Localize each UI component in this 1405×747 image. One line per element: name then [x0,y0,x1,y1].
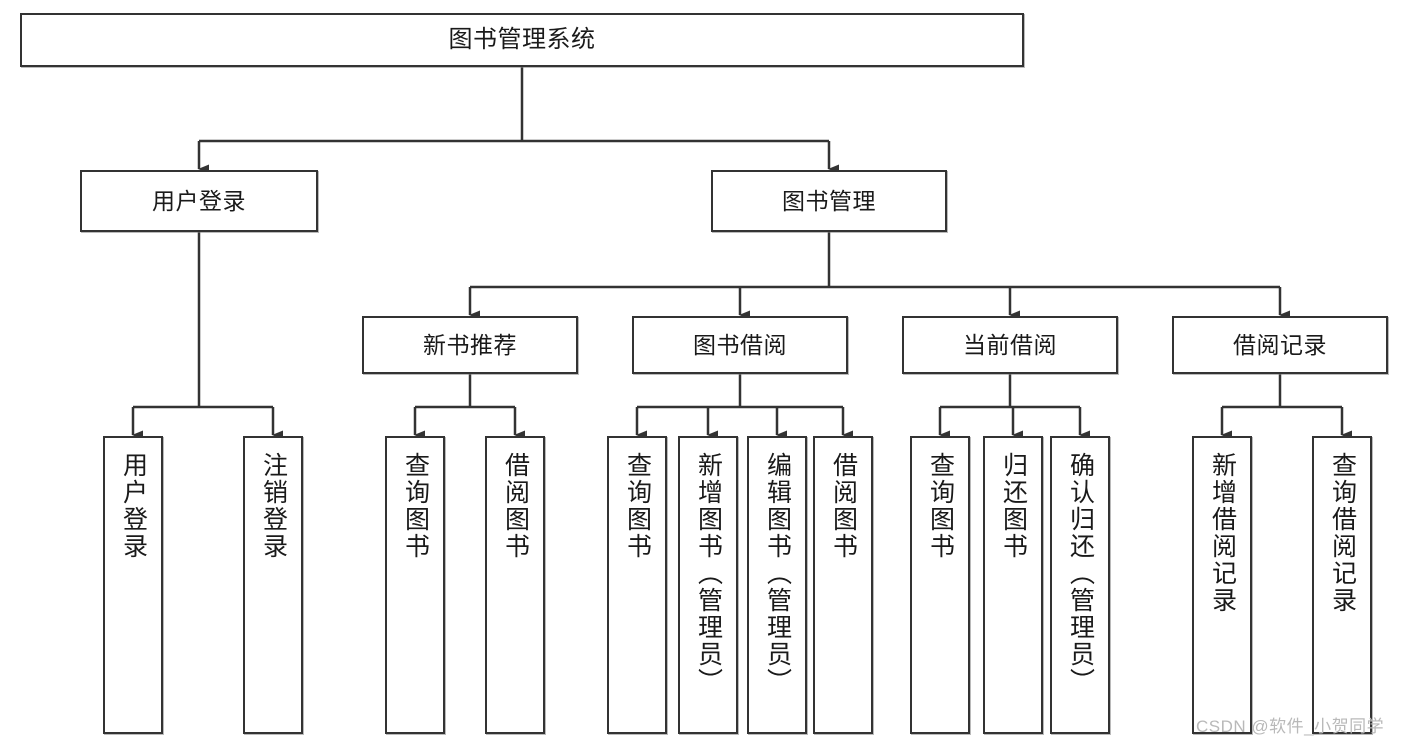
node-label: 图书管理 [782,187,876,214]
node-book-manage[interactable]: 图书管理 [711,170,947,232]
node-leaf-borrow-1[interactable]: 借阅图书 [485,436,545,734]
node-leaf-edit-book[interactable]: 编辑图书（管理员） [747,436,807,734]
node-root[interactable]: 图书管理系统 [20,13,1024,67]
node-leaf-user-login[interactable]: 用户登录 [103,436,163,734]
node-label: 查询图书 [401,452,430,560]
node-current-borrow[interactable]: 当前借阅 [902,316,1118,374]
node-label: 确认归还（管理员） [1066,452,1095,695]
node-label: 编辑图书（管理员） [763,452,792,695]
node-label: 新书推荐 [423,331,517,358]
node-label: 注销登录 [259,452,288,560]
node-leaf-query-rec[interactable]: 查询借阅记录 [1312,436,1372,734]
node-label: 查询图书 [926,452,955,560]
node-leaf-add-book[interactable]: 新增图书（管理员） [678,436,738,734]
node-leaf-confirm[interactable]: 确认归还（管理员） [1050,436,1110,734]
node-book-borrow[interactable]: 图书借阅 [632,316,848,374]
node-label: 查询借阅记录 [1328,452,1357,614]
node-label: 借阅图书 [829,452,858,560]
node-leaf-logout[interactable]: 注销登录 [243,436,303,734]
node-label: 借阅记录 [1233,331,1327,358]
node-leaf-add-rec[interactable]: 新增借阅记录 [1192,436,1252,734]
node-label: 图书管理系统 [448,26,596,54]
node-leaf-borrow-2[interactable]: 借阅图书 [813,436,873,734]
csdn-watermark: CSDN @软件_小贺同学 [1196,717,1385,736]
node-label: 用户登录 [152,187,246,214]
node-label: 用户登录 [119,452,148,560]
node-label: 归还图书 [999,452,1028,560]
node-label: 图书借阅 [693,331,787,358]
node-label: 查询图书 [623,452,652,560]
node-leaf-return[interactable]: 归还图书 [983,436,1043,734]
node-leaf-query-2[interactable]: 查询图书 [607,436,667,734]
node-borrow-record[interactable]: 借阅记录 [1172,316,1388,374]
node-user-login[interactable]: 用户登录 [80,170,318,232]
node-new-book-rec[interactable]: 新书推荐 [362,316,578,374]
node-label: 借阅图书 [501,452,530,560]
edge-group [131,67,1352,440]
node-leaf-query-3[interactable]: 查询图书 [910,436,970,734]
node-leaf-query-1[interactable]: 查询图书 [385,436,445,734]
node-label: 当前借阅 [963,331,1057,358]
node-label: 新增借阅记录 [1208,452,1237,614]
node-label: 新增图书（管理员） [694,452,723,695]
